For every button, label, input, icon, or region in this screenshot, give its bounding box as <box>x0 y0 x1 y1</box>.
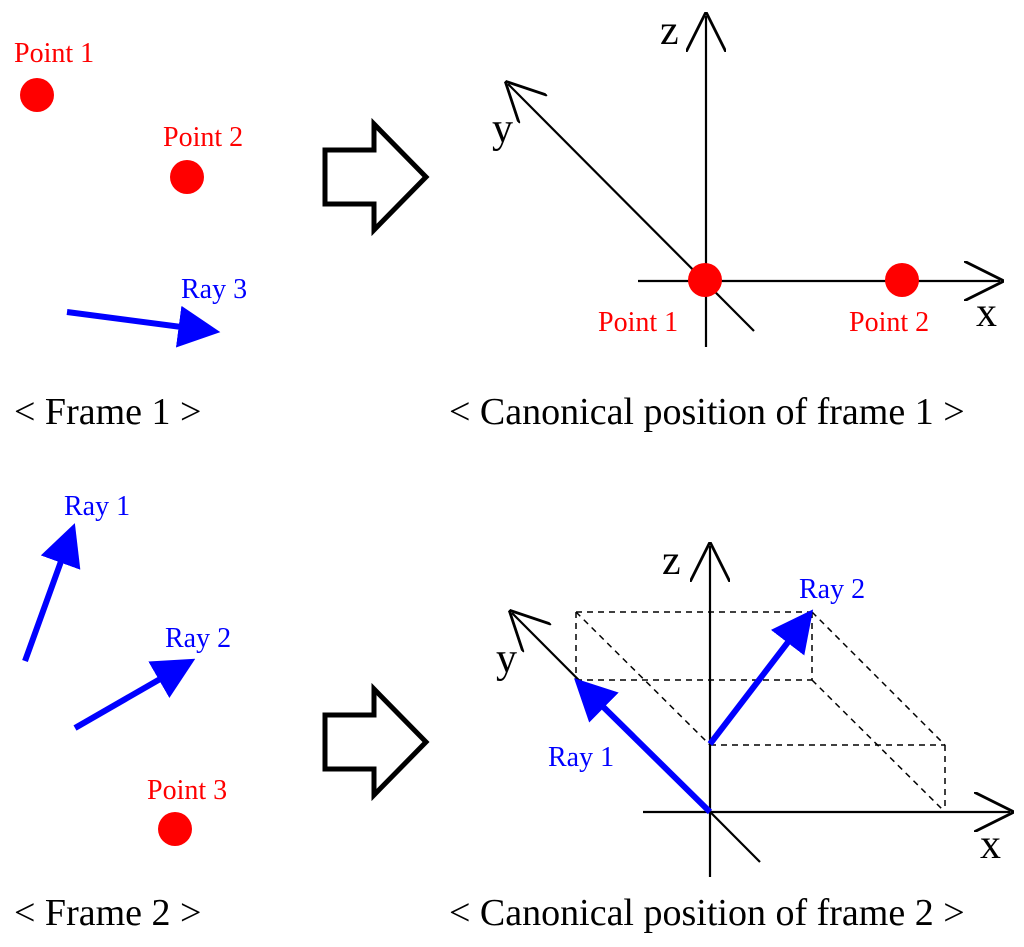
canonical1-y-axis <box>508 84 755 332</box>
canonical2-panel: z y x Ray 1 Ray 2 < Canonical position o… <box>449 538 1010 934</box>
frame2-ray1 <box>22 523 81 663</box>
canonical1-caption: < Canonical position of frame 1 > <box>449 391 965 433</box>
frame1-panel: Point 1 Point 2 Ray 3 < Frame 1 > <box>14 38 247 433</box>
canonical1-panel: z y x Point 1 Point 2 < Canonical positi… <box>449 8 1000 433</box>
frame1-point2 <box>170 160 204 194</box>
frame1-point2-label: Point 2 <box>163 122 243 153</box>
canonical1-z-label: z <box>660 8 679 54</box>
hollow-right-arrow-icon <box>322 117 430 237</box>
canonical1-y-label: y <box>492 106 513 152</box>
frame2-panel: Ray 1 Ray 2 Point 3 < Frame 2 > <box>14 491 231 934</box>
canonical1-x-label: x <box>976 290 997 336</box>
frame2-point3-label: Point 3 <box>147 775 227 806</box>
frame2-point3 <box>158 812 192 846</box>
frame1-ray3-label: Ray 3 <box>181 274 247 305</box>
canonical2-ray1 <box>574 678 713 815</box>
canonical1-point2 <box>885 263 919 297</box>
canonical2-z-label: z <box>662 538 681 584</box>
canonical2-ray2 <box>707 609 814 746</box>
canonical1-point2-label: Point 2 <box>849 307 929 338</box>
frame1-caption: < Frame 1 > <box>14 391 201 433</box>
frame2-caption: < Frame 2 > <box>14 892 201 934</box>
canonical2-y-label: y <box>496 636 517 682</box>
frame2-ray1-label: Ray 1 <box>64 491 130 522</box>
frame2-ray2-label: Ray 2 <box>165 623 231 654</box>
canonical2-dashed-box <box>575 611 946 813</box>
canonical2-ray1-label: Ray 1 <box>548 742 614 773</box>
canonical2-x-label: x <box>980 822 1001 868</box>
frame1-point1 <box>20 78 54 112</box>
hollow-right-arrow-icon <box>322 682 430 802</box>
canonical1-point1-label: Point 1 <box>598 307 678 338</box>
frame1-ray3 <box>66 305 221 348</box>
frame2-ray2 <box>73 658 196 731</box>
frame1-point1-label: Point 1 <box>14 38 94 69</box>
canonical1-point1 <box>688 263 722 297</box>
canonical2-ray2-label: Ray 2 <box>799 574 865 605</box>
canonical2-caption: < Canonical position of frame 2 > <box>449 892 965 934</box>
